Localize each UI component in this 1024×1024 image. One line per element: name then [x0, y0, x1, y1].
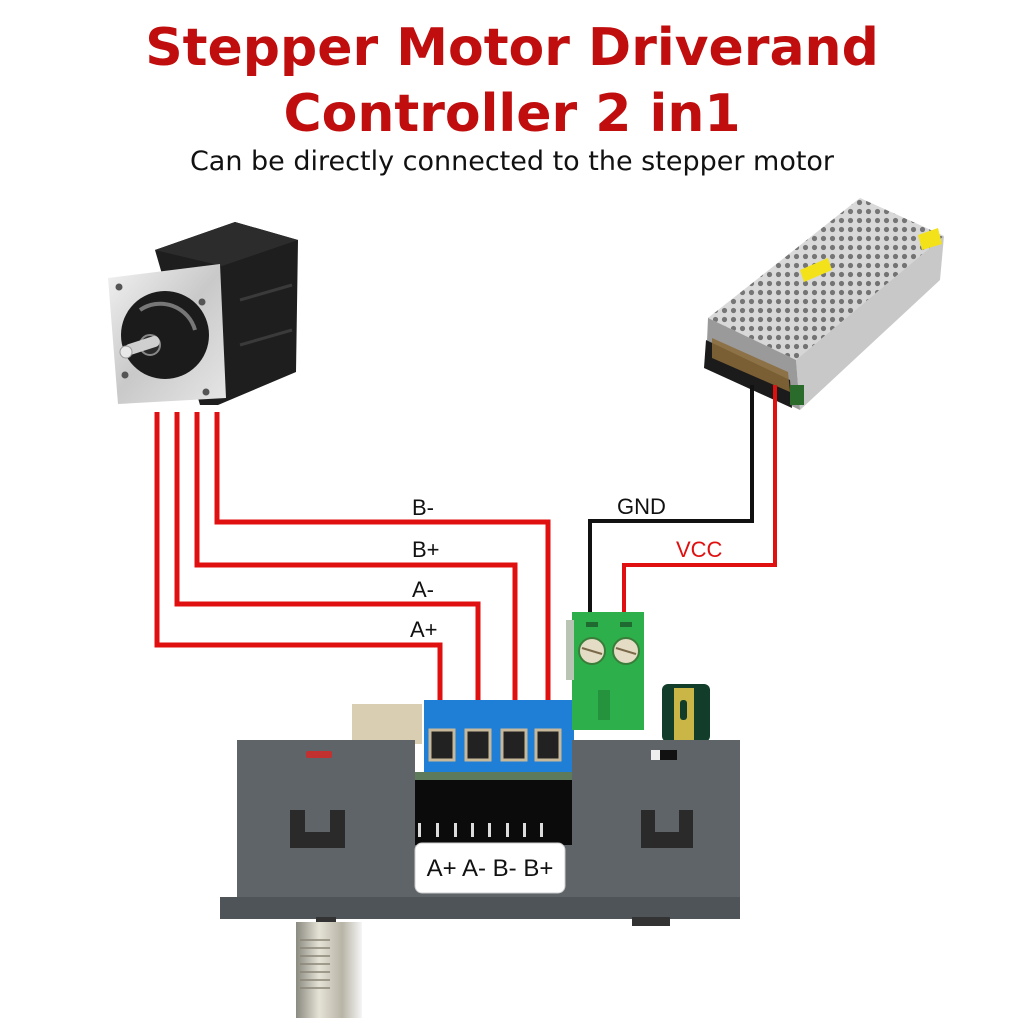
wire-label-b-plus: B+: [412, 537, 440, 562]
wire-label-b-minus: B-: [412, 495, 434, 520]
wire-gnd: [588, 385, 754, 640]
wire-label-a-plus: A+: [410, 617, 438, 642]
wire-b-plus: [194, 412, 518, 745]
wire-label-a-minus: A-: [412, 577, 434, 602]
terminal-label: A+ A- B- B+: [427, 855, 554, 882]
power-supply: [704, 198, 944, 410]
subtitle: Can be directly connected to the stepper…: [189, 146, 835, 177]
power-wires: [588, 385, 777, 640]
wire-a-minus: [174, 412, 481, 745]
wire-vcc: [622, 385, 777, 640]
wire-label-gnd: GND: [617, 494, 666, 519]
wire-label-vcc: VCC: [676, 537, 723, 562]
wire-a-plus: [154, 412, 443, 745]
motor-terminal-screws: [428, 728, 562, 762]
title-line-1: Stepper Motor Driverand: [145, 18, 879, 78]
motor-wires: [154, 412, 551, 745]
controller-board: A+ A- B- B+: [220, 612, 740, 1018]
wire-b-minus: [214, 412, 551, 745]
title-line-2: Controller 2 in1: [283, 84, 741, 144]
stepper-motor: [108, 222, 298, 405]
